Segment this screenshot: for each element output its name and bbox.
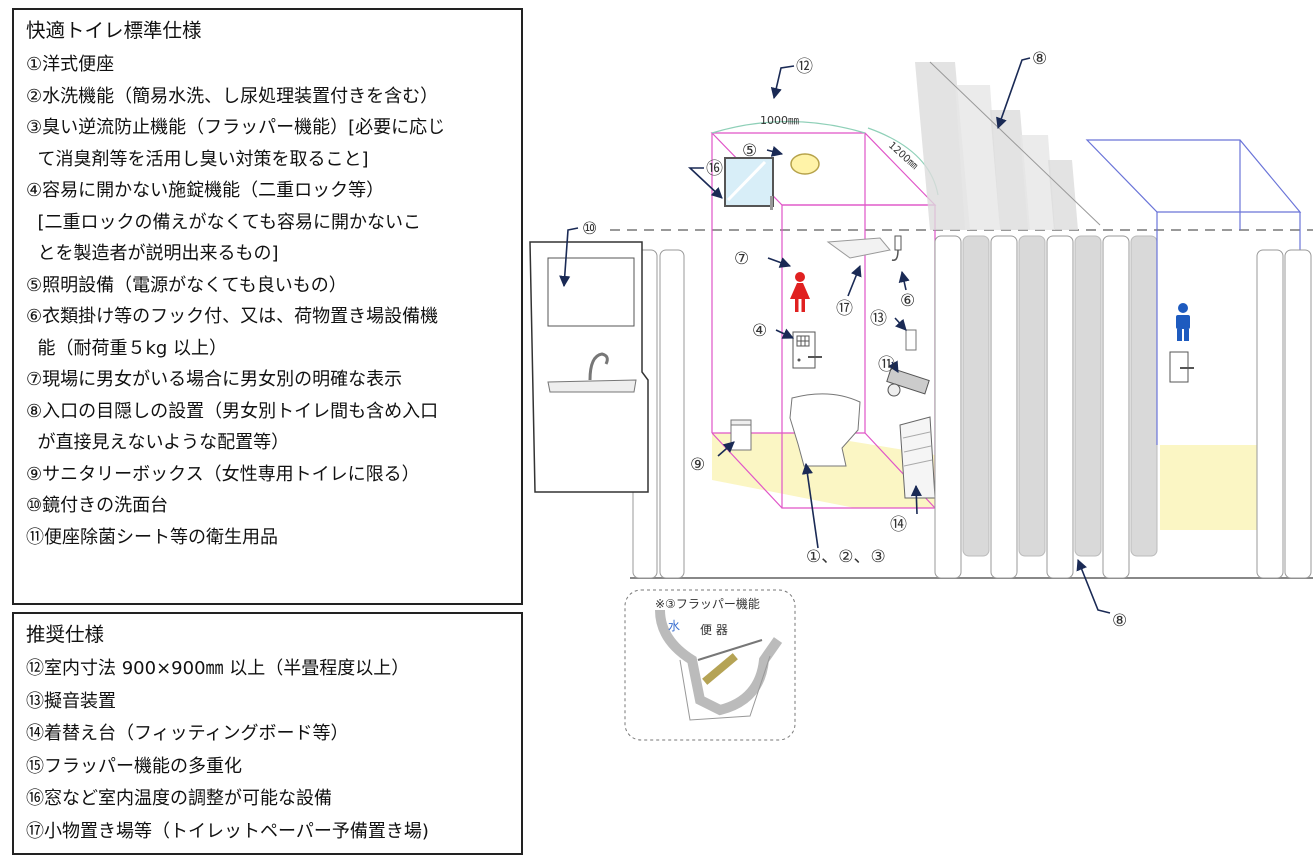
spec-item: ⑤照明設備（電源がなくても良いもの） <box>26 274 347 296</box>
callout-11: ⑪ <box>878 355 895 375</box>
flapper-caption: ※③フラッパー機能 <box>655 596 760 611</box>
male-lock-icon <box>1169 351 1194 383</box>
washbasin <box>529 241 649 493</box>
callout-12: ⑫ <box>796 57 813 77</box>
sound-device <box>905 329 917 351</box>
callout-6: ⑥ <box>900 291 915 311</box>
spec-item: ⑩鏡付きの洗面台 <box>26 495 169 516</box>
male-booth <box>1085 139 1312 579</box>
flapper-toilet-label: 便 器 <box>700 623 728 637</box>
callout-10: ⑩ <box>582 219 597 239</box>
callout-14: ⑭ <box>890 515 907 535</box>
callout-16: ⑯ <box>706 159 723 179</box>
flapper-inset: ※③フラッパー機能 水 便 器 <box>624 589 796 741</box>
spec-item: ④容易に開かない施錠機能（二重ロック等） <box>26 180 385 201</box>
spec-item: [二重ロックの備えがなくても容易に開かないこ <box>26 211 422 233</box>
spec-item: ⑮フラッパー機能の多重化 <box>26 755 242 777</box>
spec-item: て消臭剤等を活用し臭い対策を取ること] <box>26 148 369 170</box>
paper-holder <box>886 367 930 397</box>
callout-1-2-3: ①、②、③ <box>806 547 886 567</box>
spec-item: 能（耐荷重５kg 以上） <box>26 337 228 359</box>
partition-panels <box>934 235 1158 579</box>
spec-item: ⑭着替え台（フィッティングボード等） <box>26 723 349 744</box>
spec-item: とを製造者が説明出来るもの] <box>26 243 279 264</box>
lock-icon <box>792 331 822 369</box>
female-toilet-icon <box>790 272 810 312</box>
dim-width-label: 1000㎜ <box>760 114 799 127</box>
spec-item: が直接見えないような配置等） <box>26 432 290 453</box>
standard-spec-list: ①洋式便座 ②水洗機能（簡易水洗、し尿処理装置付きを含む） ③臭い逆流防止機能（… <box>26 49 521 553</box>
spec-item: ②水洗機能（簡易水洗、し尿処理装置付きを含む） <box>26 85 439 107</box>
spec-item: ①洋式便座 <box>26 54 115 75</box>
callout-7: ⑦ <box>734 249 749 269</box>
callout-labels: ⑫ ⑧ ⑤ ⑯ ⑩ ⑦ ⑰ ⑥ ④ ⑬ ⑪ ⑨ ⑭ ①、②、③ ⑧ <box>582 49 1127 631</box>
spec-item: ③臭い逆流防止機能（フラッパー機能）[必要に応じ <box>26 117 446 138</box>
callout-8-bottom: ⑧ <box>1112 611 1127 631</box>
spec-item: ⑪便座除菌シート等の衛生用品 <box>26 526 278 548</box>
flapper-water-label: 水 <box>668 619 680 633</box>
callout-17: ⑰ <box>836 299 853 319</box>
callout-8-top: ⑧ <box>1032 49 1047 69</box>
spec-item: ⑦現場に男女がいる場合に男女別の明確な表示 <box>26 369 403 390</box>
callout-13: ⑬ <box>870 309 887 329</box>
spec-item: ⑨サニタリーボックス（女性専用トイレに限る） <box>26 463 420 485</box>
shelf <box>826 237 891 259</box>
spec-item: ⑰小物置き場等（トイレットペーパー予備置き場) <box>26 820 429 842</box>
callout-9: ⑨ <box>690 455 705 475</box>
light-icon <box>790 153 820 175</box>
standard-spec-title: 快適トイレ標準仕様 <box>26 19 202 42</box>
spec-item: ⑥衣類掛け等のフック付、又は、荷物置き場設備機 <box>26 306 439 327</box>
hook-icon <box>891 235 902 262</box>
booth-floor <box>712 433 935 508</box>
callout-4: ④ <box>752 321 767 341</box>
standard-spec-box: 快適トイレ標準仕様 ①洋式便座 ②水洗機能（簡易水洗、し尿処理装置付きを含む） … <box>12 8 523 605</box>
spec-item: ⑫室内寸法 900×900㎜ 以上（半畳程度以上） <box>26 658 410 679</box>
recommended-spec-box: 推奨仕様 ⑫室内寸法 900×900㎜ 以上（半畳程度以上） ⑬擬音装置 ⑭着替… <box>12 612 523 855</box>
diagonal-blinds <box>915 61 1101 230</box>
callout-arrows <box>559 57 1111 614</box>
sanitary-box <box>730 419 752 451</box>
width-dimension-arc <box>711 120 866 134</box>
spec-item: ⑯窓など室内温度の調整が可能な設備 <box>26 788 332 809</box>
side-panel-left-2 <box>659 249 685 579</box>
fitting-board <box>899 416 936 499</box>
recommended-spec-title: 推奨仕様 <box>26 623 105 646</box>
callout-5: ⑤ <box>742 141 757 161</box>
recommended-spec-list: ⑫室内寸法 900×900㎜ 以上（半畳程度以上） ⑬擬音装置 ⑭着替え台（フィ… <box>26 653 521 848</box>
faucet-icon <box>588 352 609 381</box>
male-toilet-icon <box>1176 303 1190 341</box>
spec-item: ⑬擬音装置 <box>26 690 116 712</box>
mirror <box>547 257 635 327</box>
window-icon <box>724 157 774 210</box>
spec-item: ⑧入口の目隠しの設置（男女別トイレ間も含め入口 <box>26 400 439 422</box>
